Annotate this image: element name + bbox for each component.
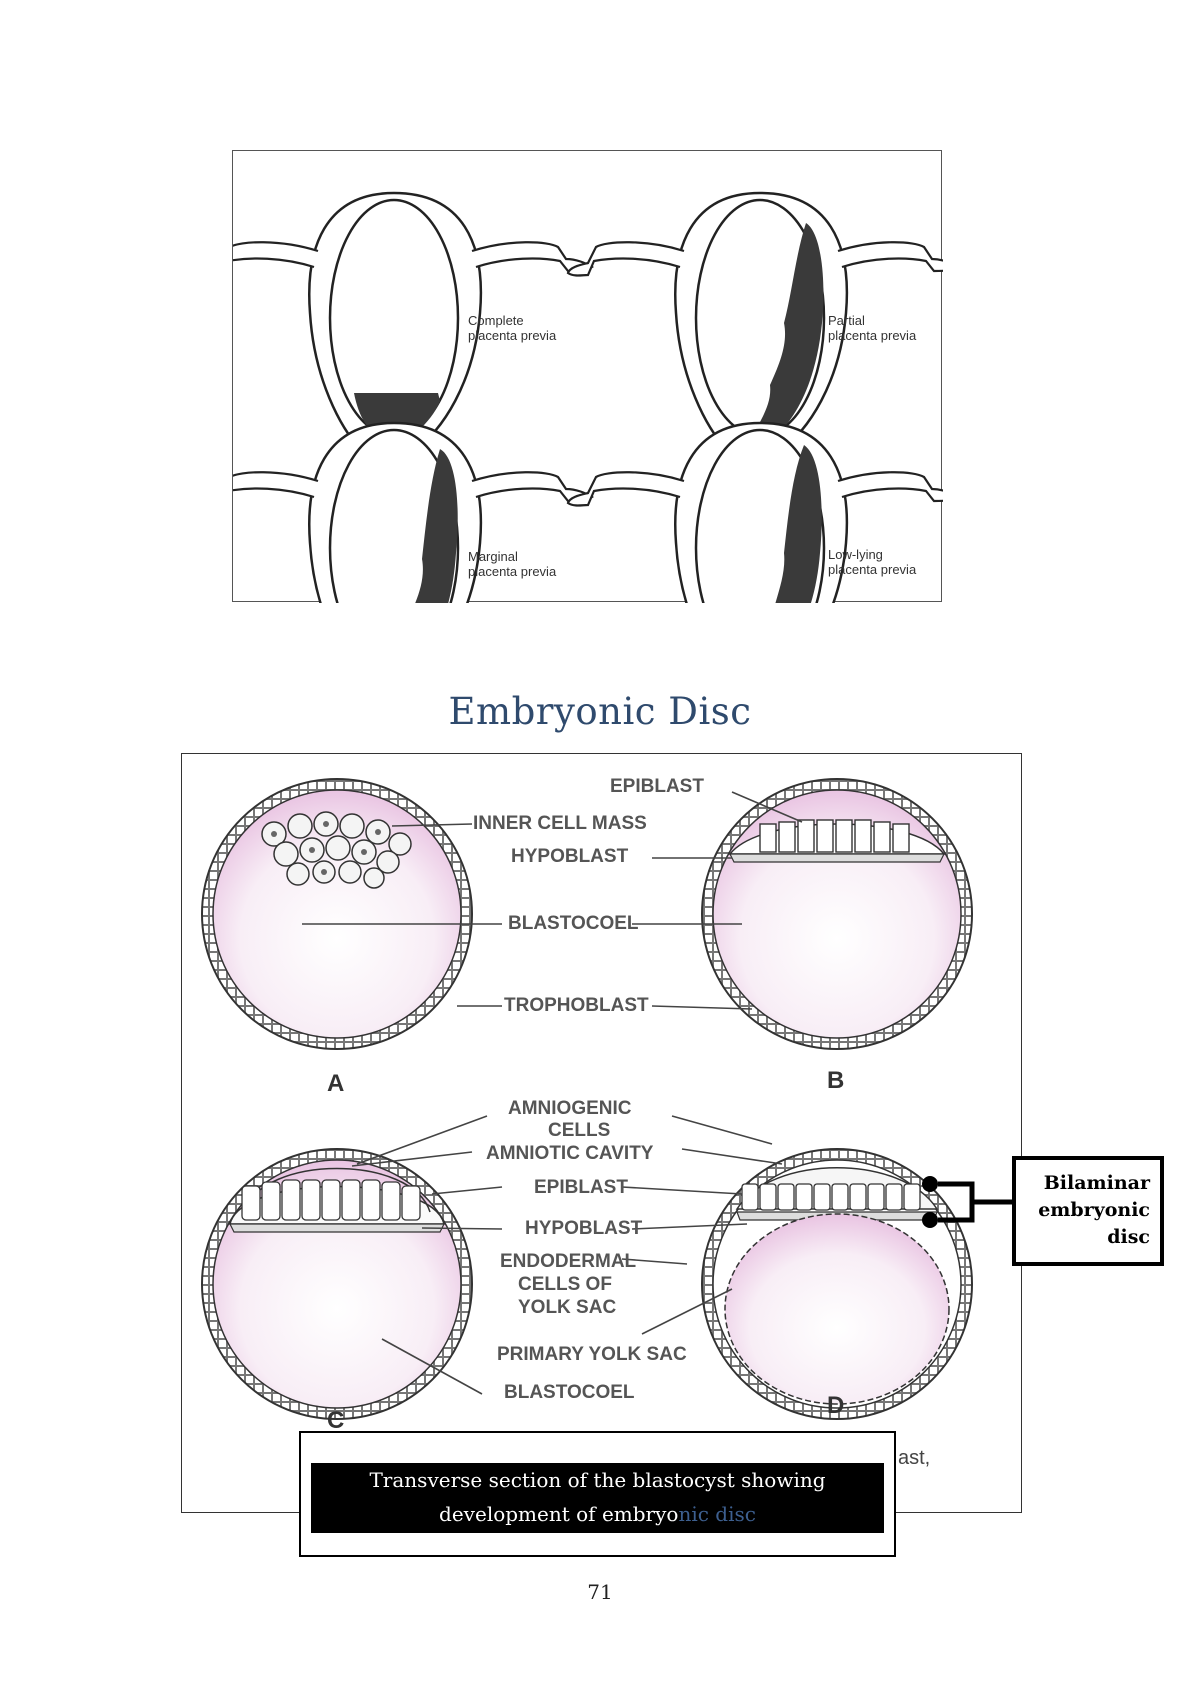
bilaminar-pointer <box>922 1176 1023 1228</box>
complete-previa-label-line2: placenta previa <box>468 328 557 343</box>
marginal-previa-label: Marginal placenta previa <box>468 549 556 579</box>
partial-previa-label: Partial placenta previa <box>828 313 916 343</box>
bilaminar-callout: Bilaminar embryonic disc <box>1012 1156 1164 1266</box>
callout-line1: Bilaminar <box>1043 1172 1150 1194</box>
epiblast-label-cd: EPIBLAST <box>534 1177 628 1198</box>
partial-previa-label-line2: placenta previa <box>828 328 917 343</box>
epiblast-label-b: EPIBLAST <box>610 776 704 797</box>
cutoff-caption-fragment: ast, <box>898 1447 931 1469</box>
blastocoel-label-c: BLASTOCOEL <box>504 1382 635 1403</box>
complete-previa-label-line1: Complete <box>468 313 524 328</box>
caption-line2: development of embryonic disc <box>311 1497 884 1531</box>
blastocoel-label-ab: BLASTOCOEL <box>508 913 639 934</box>
caption-line1: Transverse section of the blastocyst sho… <box>369 1468 826 1492</box>
hypoblast-label-b: HYPOBLAST <box>511 846 629 867</box>
blastocyst-a <box>201 778 473 1050</box>
partial-previa-label-line1: Partial <box>828 313 865 328</box>
blastocyst-c <box>201 1148 473 1420</box>
panel-letter-a: A <box>327 1070 345 1097</box>
blastocyst-d <box>701 1148 973 1420</box>
placenta-previa-figure: Complete placenta previa Partial placent… <box>232 150 943 603</box>
section-title: Embryonic Disc <box>448 690 752 733</box>
primary-yolk-sac-label: PRIMARY YOLK SAC <box>497 1344 687 1365</box>
blastocyst-drawing <box>201 778 1023 1420</box>
uterus-marginal <box>233 421 594 603</box>
callout-line3: disc <box>1107 1226 1150 1248</box>
blastocyst-figure: EPIBLAST INNER CELL MASS HYPOBLAST BLAST… <box>181 753 1023 1513</box>
page-number: 71 <box>587 1580 613 1604</box>
callout-line2: embryonic <box>1038 1199 1150 1221</box>
caption-line2-main: development of embryo <box>439 1502 679 1526</box>
uterus-partial <box>566 191 943 480</box>
placenta-previa-drawing <box>233 191 943 603</box>
endodermal-label-line2: CELLS OF <box>518 1274 612 1295</box>
hypoblast-label-cd: HYPOBLAST <box>525 1218 643 1239</box>
uterus-low-lying <box>566 421 943 603</box>
figure-caption-box: Transverse section of the blastocyst sho… <box>299 1431 896 1557</box>
amniotic-cavity-label: AMNIOTIC CAVITY <box>486 1143 654 1164</box>
low-lying-previa-label-line1: Low-lying <box>828 547 883 562</box>
marginal-previa-label-line1: Marginal <box>468 549 518 564</box>
low-lying-previa-label: Low-lying placenta previa <box>828 547 916 577</box>
endodermal-label-line1: ENDODERMAL <box>500 1251 637 1272</box>
panel-letter-d: D <box>827 1392 845 1419</box>
complete-previa-label: Complete placenta previa <box>468 313 556 343</box>
panel-letter-c: C <box>327 1407 345 1434</box>
endodermal-label-line3: YOLK SAC <box>518 1297 617 1318</box>
caption-line2-tail: nic disc <box>678 1502 756 1526</box>
trophoblast-label: TROPHOBLAST <box>504 995 649 1016</box>
amniogenic-label-line1: AMNIOGENIC <box>508 1098 632 1119</box>
panel-letter-b: B <box>827 1067 845 1094</box>
marginal-previa-label-line2: placenta previa <box>468 564 557 579</box>
low-lying-previa-label-line2: placenta previa <box>828 562 917 577</box>
amniogenic-label-line2: CELLS <box>548 1120 611 1141</box>
blastocyst-b <box>701 778 973 1050</box>
figure-caption: Transverse section of the blastocyst sho… <box>311 1463 884 1533</box>
inner-cell-mass-label: INNER CELL MASS <box>473 813 647 834</box>
